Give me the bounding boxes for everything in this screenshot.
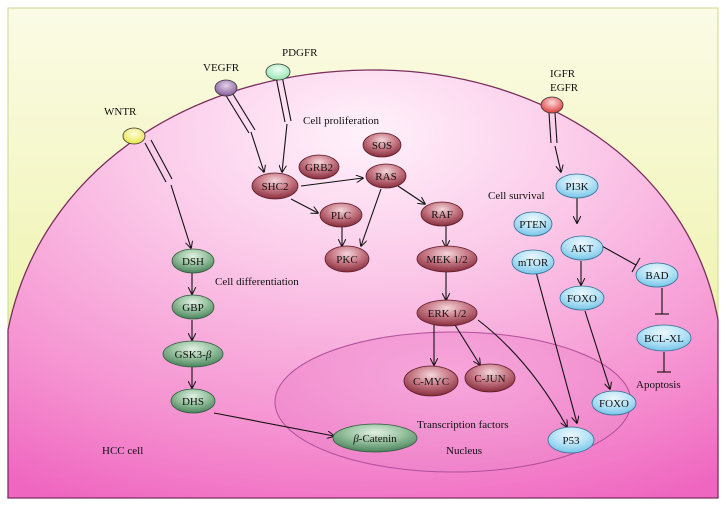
- node-cjun: [464, 363, 516, 393]
- hcc-cell-label: HCC cell: [102, 445, 143, 457]
- apoptosis-label: Apoptosis: [636, 379, 681, 391]
- vegfr-label: VEGFR: [203, 62, 240, 74]
- ras-text: RAS: [375, 171, 396, 183]
- node-plc: [319, 202, 363, 228]
- shc2-text: SHC2: [262, 181, 289, 193]
- inhibit-akt-bad: [599, 244, 637, 266]
- arrow-pdgfr-shc2: [282, 123, 288, 172]
- arrow-igfr-pi3k: [554, 145, 561, 172]
- arrow-mtor-p53: [535, 271, 577, 423]
- nucleus-label: Nucleus: [446, 445, 482, 457]
- node-bad: [635, 262, 679, 288]
- node-p53: [547, 426, 595, 454]
- node-mek: [416, 245, 478, 273]
- cell-proliferation-label: Cell proliferation: [303, 115, 380, 127]
- p53-text: P53: [562, 435, 580, 447]
- vegfr-receptor: [214, 79, 238, 97]
- wntr-label: WNTR: [104, 106, 137, 118]
- sos-text: SOS: [372, 140, 392, 152]
- green-nodes: [162, 248, 418, 453]
- pdgfr-label: PDGFR: [282, 47, 318, 59]
- foxo-nuclear-text: FOXO: [599, 398, 629, 410]
- node-pten: [513, 211, 553, 237]
- cell-survival-label: Cell survival: [488, 190, 545, 202]
- pathway-arrows: [170, 123, 610, 436]
- plc-text: PLC: [331, 210, 351, 222]
- node-erk: [416, 299, 478, 327]
- akt-text: AKT: [571, 243, 594, 255]
- arrow-wntr-dsh: [170, 184, 191, 248]
- node-dsh: [171, 248, 215, 274]
- blue-nodes: [511, 173, 692, 454]
- pi3k-text: PI3K: [565, 181, 588, 193]
- igfr-label: IGFR: [550, 68, 576, 80]
- bad-text: BAD: [645, 270, 668, 282]
- node-labels: GRB2 SOS SHC2 RAS PLC RAF PKC MEK 1/2 ER…: [175, 140, 684, 447]
- node-akt: [560, 235, 604, 261]
- cmyc-text: C-MYC: [413, 376, 449, 388]
- foxo-text: FOXO: [567, 293, 597, 305]
- cjun-text: C-JUN: [474, 373, 505, 385]
- red-nodes: [251, 132, 516, 397]
- arrow-vegfr-shc2: [250, 131, 264, 172]
- arrow-erk-cjun: [454, 324, 480, 365]
- gbp-text: GBP: [182, 302, 203, 314]
- dhs-text: DHS: [182, 396, 204, 408]
- mek-text: MEK 1/2: [426, 254, 467, 266]
- dsh-text: DSH: [182, 256, 204, 268]
- node-foxo: [559, 285, 605, 311]
- pdgfr-receptor: [265, 63, 291, 81]
- wntr-receptor: [122, 127, 146, 145]
- arrow-erk-p53: [477, 319, 567, 427]
- pkc-text: PKC: [336, 254, 357, 266]
- node-gsk3: [162, 340, 224, 368]
- arrow-ras-pkc: [361, 188, 382, 246]
- node-mtor: [511, 249, 555, 275]
- node-pkc: [324, 245, 370, 273]
- raf-text: RAF: [431, 209, 452, 221]
- pten-text: PTEN: [519, 219, 547, 231]
- igfr-receptor: [540, 96, 564, 114]
- node-grb2: [298, 154, 340, 180]
- node-shc2: [251, 172, 299, 200]
- node-gbp: [171, 294, 215, 320]
- node-cmyc: [403, 365, 459, 397]
- node-sos: [362, 132, 402, 158]
- node-foxo-nuclear: [591, 390, 637, 416]
- node-ras: [365, 163, 407, 189]
- egfr-label: EGFR: [550, 82, 579, 94]
- arrow-shc2-ras: [300, 178, 363, 187]
- cell-differentiation-label: Cell differentiation: [215, 276, 299, 288]
- node-beta-catenin: [332, 423, 418, 453]
- gsk3-text: GSK3-β: [175, 349, 212, 361]
- beta-catenin-text: β-Catenin: [352, 433, 397, 445]
- transcription-factors-label: Transcription factors: [417, 419, 509, 431]
- node-raf: [420, 201, 464, 227]
- grb2-text: GRB2: [305, 162, 333, 174]
- node-pi3k: [555, 173, 599, 199]
- arrow-ras-raf: [397, 185, 425, 204]
- erk-text: ERK 1/2: [428, 308, 467, 320]
- receptor-stalks: [144, 75, 558, 183]
- bcl-xl-text: BCL-XL: [644, 333, 684, 345]
- node-dhs: [170, 388, 216, 414]
- arrow-dhs-catenin: [213, 412, 334, 436]
- node-bcl-xl: [636, 324, 692, 352]
- arrow-foxo-foxo: [584, 310, 610, 389]
- mtor-text: mTOR: [518, 257, 549, 269]
- inhibition-lines: [599, 244, 671, 373]
- arrow-shc2-plc: [290, 198, 318, 213]
